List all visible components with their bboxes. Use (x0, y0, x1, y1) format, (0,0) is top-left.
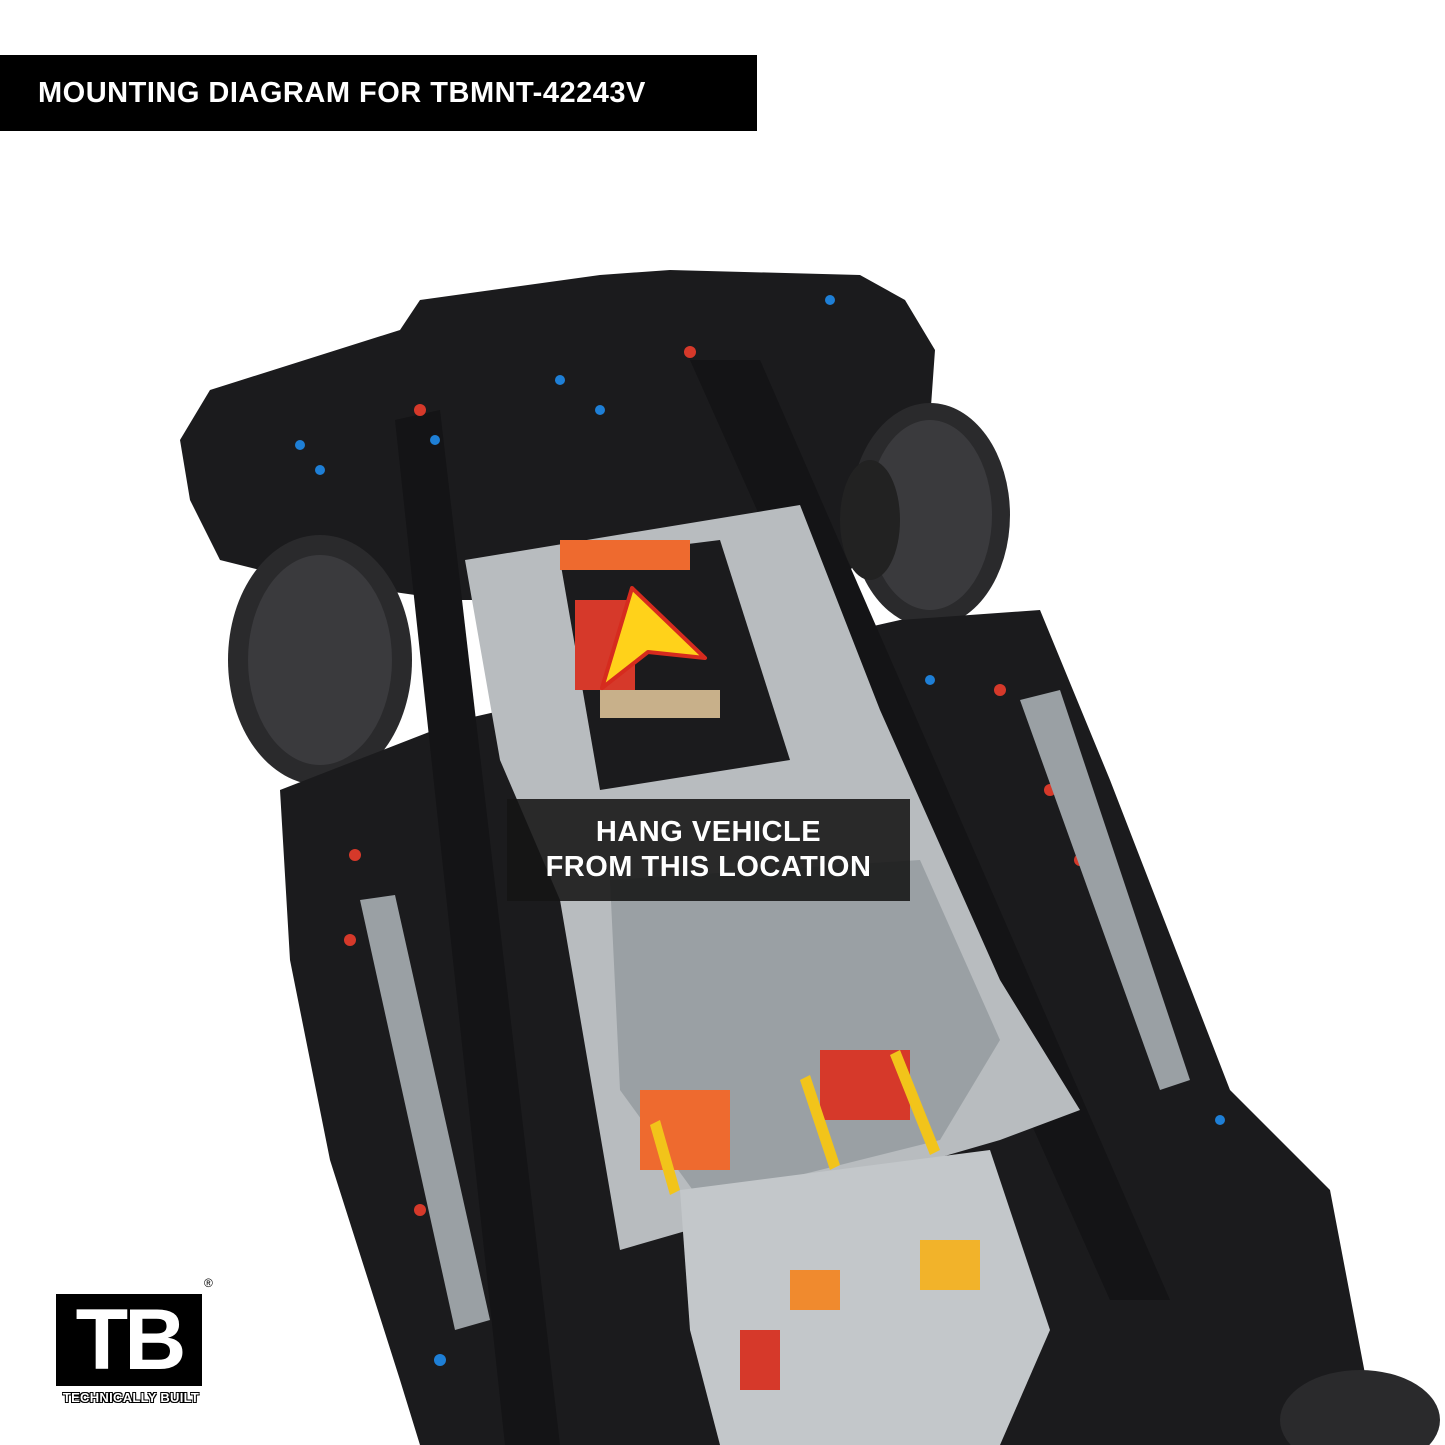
brand-logo-text: TB (75, 1292, 187, 1388)
orange-gear-2 (920, 1240, 980, 1290)
orange-brick (560, 540, 690, 570)
left-rail (395, 410, 560, 1445)
left-rear-wheel (228, 535, 412, 785)
red-gear (740, 1330, 780, 1390)
callout-line-2: FROM THIS LOCATION (545, 851, 872, 883)
left-grey-beam (360, 895, 490, 1330)
orange-gear-1 (790, 1270, 840, 1310)
page-title: MOUNTING DIAGRAM FOR TBMNT-42243V (38, 76, 646, 109)
tan-beam (600, 690, 720, 718)
gearbox (680, 1150, 1050, 1445)
yellow-axle-3 (890, 1050, 940, 1155)
brand-logo-mark: TB (56, 1294, 202, 1386)
right-rear-wheel (840, 403, 1010, 627)
right-front-wheel (1280, 1370, 1440, 1445)
header-banner: MOUNTING DIAGRAM FOR TBMNT-42243V (0, 55, 757, 131)
mounting-callout: HANG VEHICLE FROM THIS LOCATION (507, 799, 910, 901)
mount-point-arrow-icon (600, 586, 707, 690)
yellow-axle-2 (800, 1075, 840, 1170)
callout-line-1: HANG VEHICLE (595, 816, 822, 848)
brand-tagline: TECHNICALLY BUILT (62, 1390, 200, 1406)
yellow-axle-1 (650, 1120, 680, 1195)
right-grey-beam (1020, 690, 1190, 1090)
registered-mark: ® (204, 1276, 213, 1290)
